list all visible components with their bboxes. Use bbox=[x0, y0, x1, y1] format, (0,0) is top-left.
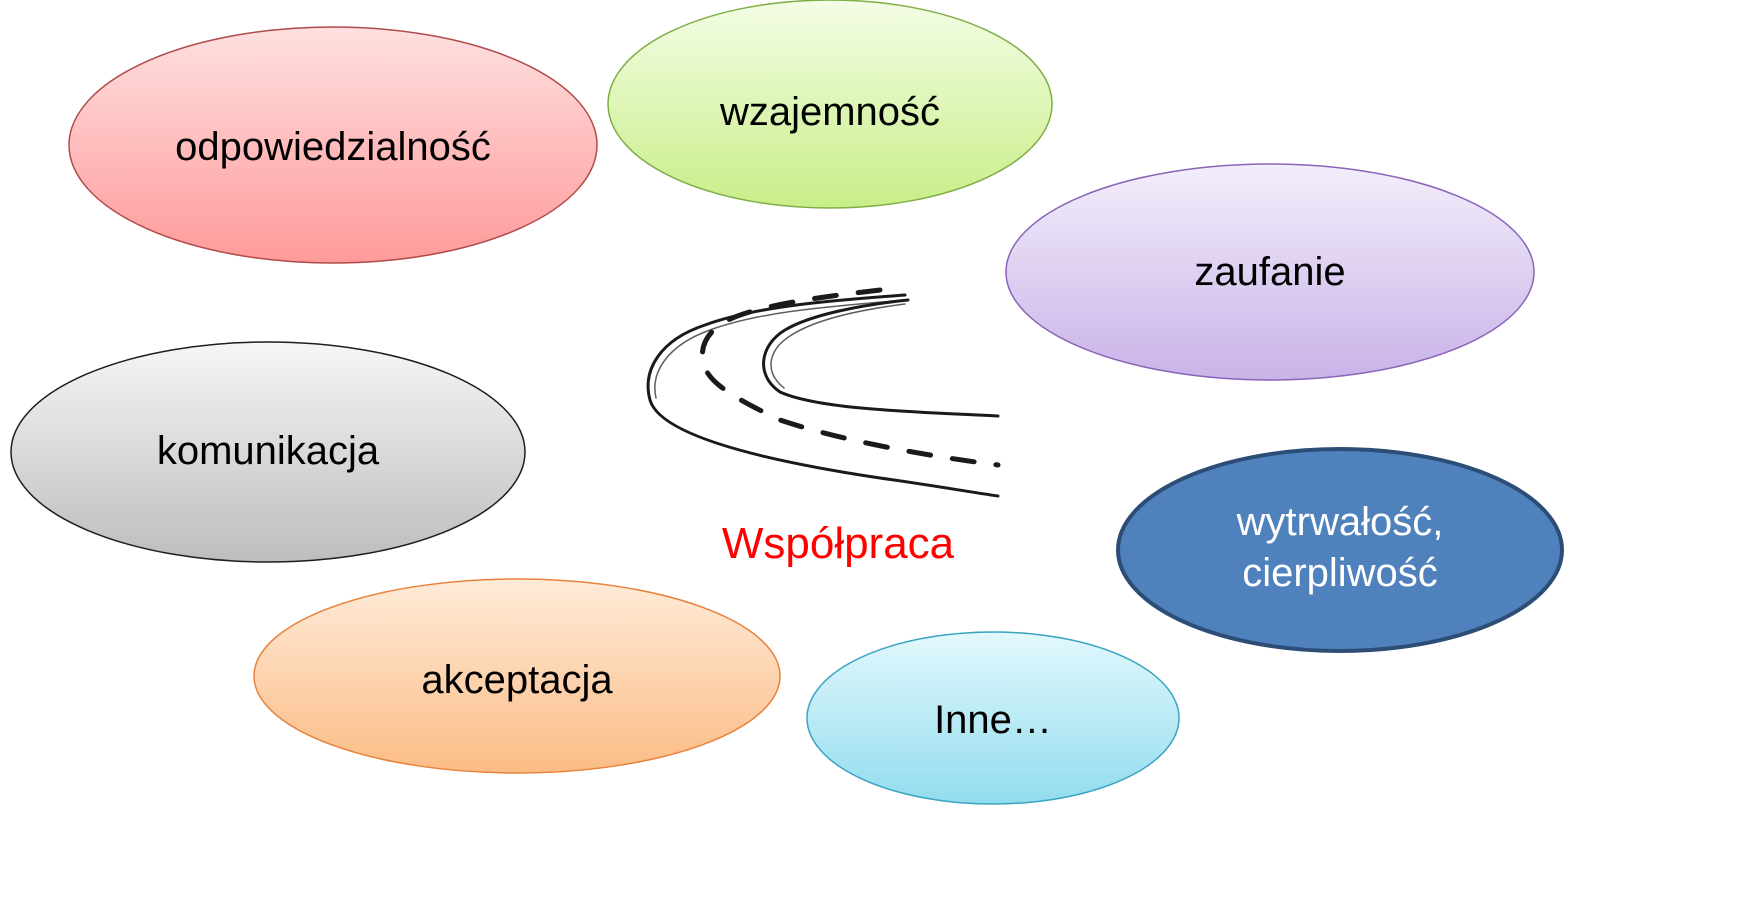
center-title: Współpraca bbox=[722, 519, 955, 568]
winding-road-icon bbox=[646, 287, 1001, 498]
oval-zaufanie-label: zaufanie bbox=[1194, 250, 1345, 294]
oval-akceptacja-label: akceptacja bbox=[421, 658, 613, 702]
oval-wytrwalosc-cierpliwosc: wytrwałość, cierpliwość bbox=[1116, 447, 1564, 653]
svg-text:wzajemność: wzajemność bbox=[719, 90, 940, 134]
oval-wytrwalosc-label-line2: cierpliwość bbox=[1242, 551, 1438, 595]
svg-text:akceptacja: akceptacja bbox=[421, 658, 613, 702]
oval-akceptacja: akceptacja bbox=[253, 578, 781, 774]
svg-text:Współpraca: Współpraca bbox=[722, 519, 955, 568]
svg-text:Inne…: Inne… bbox=[934, 698, 1052, 742]
svg-text:wytrwałość,: wytrwałość, bbox=[1236, 500, 1444, 544]
oval-odpowiedzialnosc: odpowiedzialność bbox=[68, 26, 598, 264]
oval-wzajemnosc-label: wzajemność bbox=[719, 90, 940, 134]
oval-komunikacja-label: komunikacja bbox=[157, 429, 380, 473]
oval-wzajemnosc: wzajemność bbox=[607, 0, 1053, 209]
svg-text:odpowiedzialność: odpowiedzialność bbox=[175, 125, 491, 169]
oval-inne: Inne… bbox=[806, 631, 1180, 805]
svg-text:cierpliwość: cierpliwość bbox=[1242, 551, 1438, 595]
oval-zaufanie: zaufanie bbox=[1005, 163, 1535, 381]
oval-inne-label: Inne… bbox=[934, 698, 1052, 742]
oval-odpowiedzialnosc-label: odpowiedzialność bbox=[175, 125, 491, 169]
svg-text:zaufanie: zaufanie bbox=[1194, 250, 1345, 294]
oval-komunikacja: komunikacja bbox=[10, 341, 526, 563]
oval-wytrwalosc-label-line1: wytrwałość, bbox=[1236, 500, 1444, 544]
svg-text:komunikacja: komunikacja bbox=[157, 429, 380, 473]
